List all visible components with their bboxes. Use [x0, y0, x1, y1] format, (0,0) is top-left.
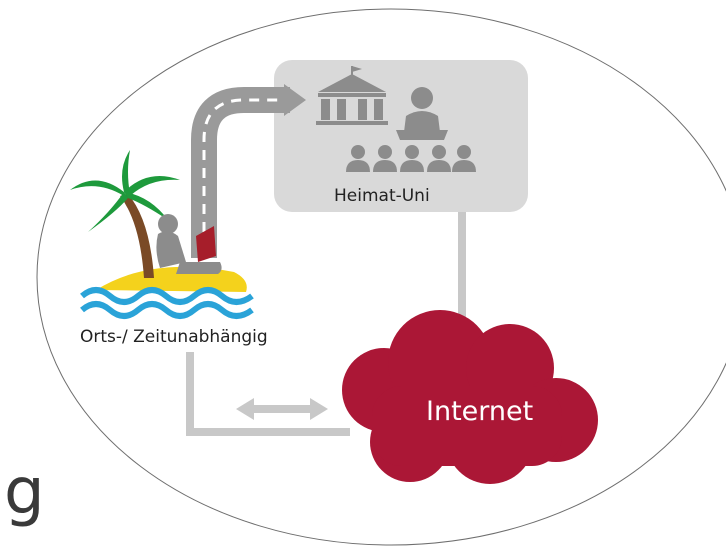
road-icon [191, 84, 306, 258]
home-university-label: Heimat-Uni [334, 186, 430, 206]
outer-ellipse [36, 8, 726, 546]
stray-glyph: g [4, 455, 45, 529]
internet-label: Internet [426, 396, 534, 427]
remote-student-label: Orts-/ Zeitunabhängig [80, 327, 268, 347]
audience-icon [346, 145, 476, 172]
student-to-internet-connector [186, 352, 350, 436]
lecturer-icon [396, 87, 448, 140]
cloud-icon [342, 310, 598, 484]
double-arrow-icon [236, 398, 328, 420]
university-building-icon [316, 66, 388, 125]
student-laptop-icon [156, 214, 222, 274]
